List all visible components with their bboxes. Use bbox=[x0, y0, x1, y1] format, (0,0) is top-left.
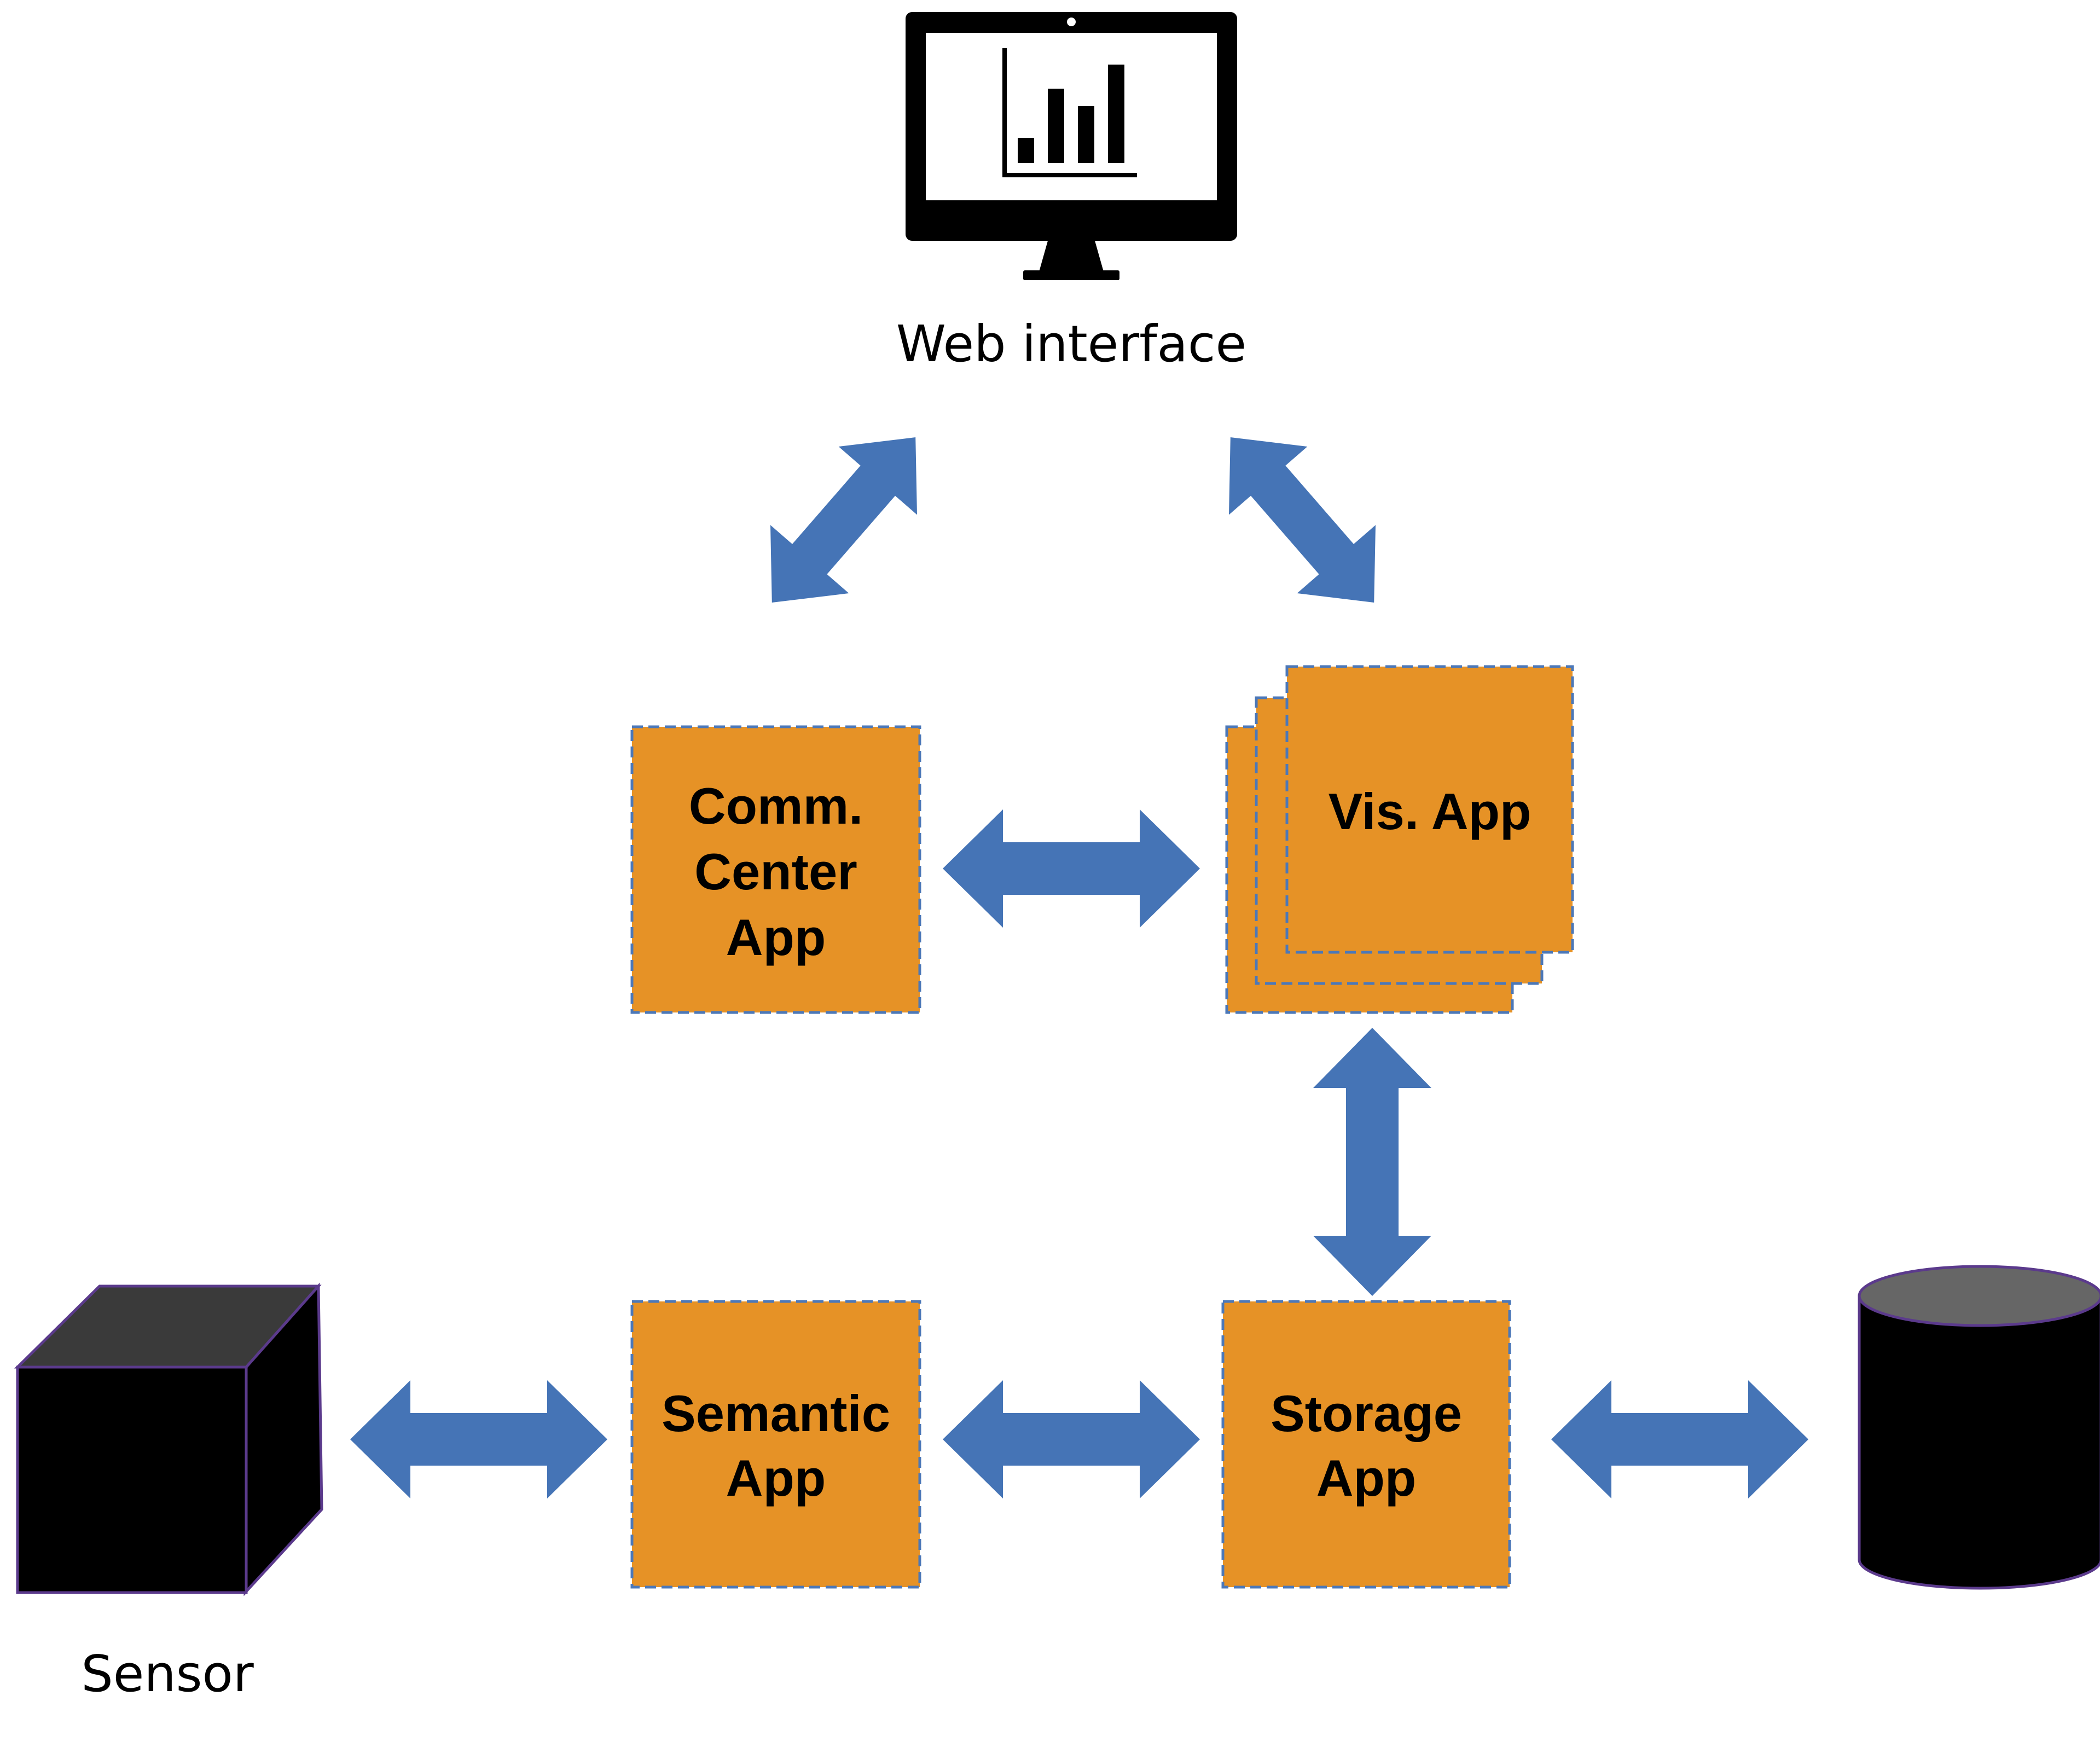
comm-center-app-box: Comm. Center App bbox=[630, 725, 921, 1014]
comm-center-label-line-3: App bbox=[726, 908, 826, 966]
monitor-bar-chart-icon bbox=[906, 12, 1237, 280]
vis-app-label: Vis. App bbox=[1329, 783, 1532, 840]
arrow-semantic-to-storage bbox=[943, 1380, 1200, 1498]
sensor-label: Sensor bbox=[81, 1645, 254, 1703]
storage-label-line-2: App bbox=[1316, 1449, 1417, 1507]
arrow-vis-to-storage bbox=[1313, 1028, 1431, 1296]
arrow-comm-to-vis bbox=[943, 809, 1200, 928]
arrow-web-to-comm bbox=[770, 437, 918, 603]
comm-center-label-line-2: Center bbox=[694, 843, 857, 900]
cube-icon bbox=[14, 1282, 323, 1596]
arrow-web-to-vis bbox=[1228, 437, 1376, 603]
storage-app-box: Storage App bbox=[1221, 1300, 1511, 1589]
semantic-app-box: Semantic App bbox=[630, 1300, 921, 1589]
semantic-label-line-2: App bbox=[726, 1449, 826, 1507]
comm-center-label-line-1: Comm. bbox=[689, 777, 863, 835]
arrow-sensor-to-semantic bbox=[350, 1380, 607, 1498]
arrow-storage-to-database bbox=[1551, 1380, 1808, 1498]
storage-label-line-1: Storage bbox=[1271, 1385, 1462, 1442]
database-cylinder-icon bbox=[1858, 1265, 2100, 1590]
semantic-label-line-1: Semantic bbox=[662, 1385, 890, 1442]
vis-app-stack: Vis. App bbox=[1225, 665, 1574, 1014]
web-interface-label: Web interface bbox=[896, 315, 1246, 373]
